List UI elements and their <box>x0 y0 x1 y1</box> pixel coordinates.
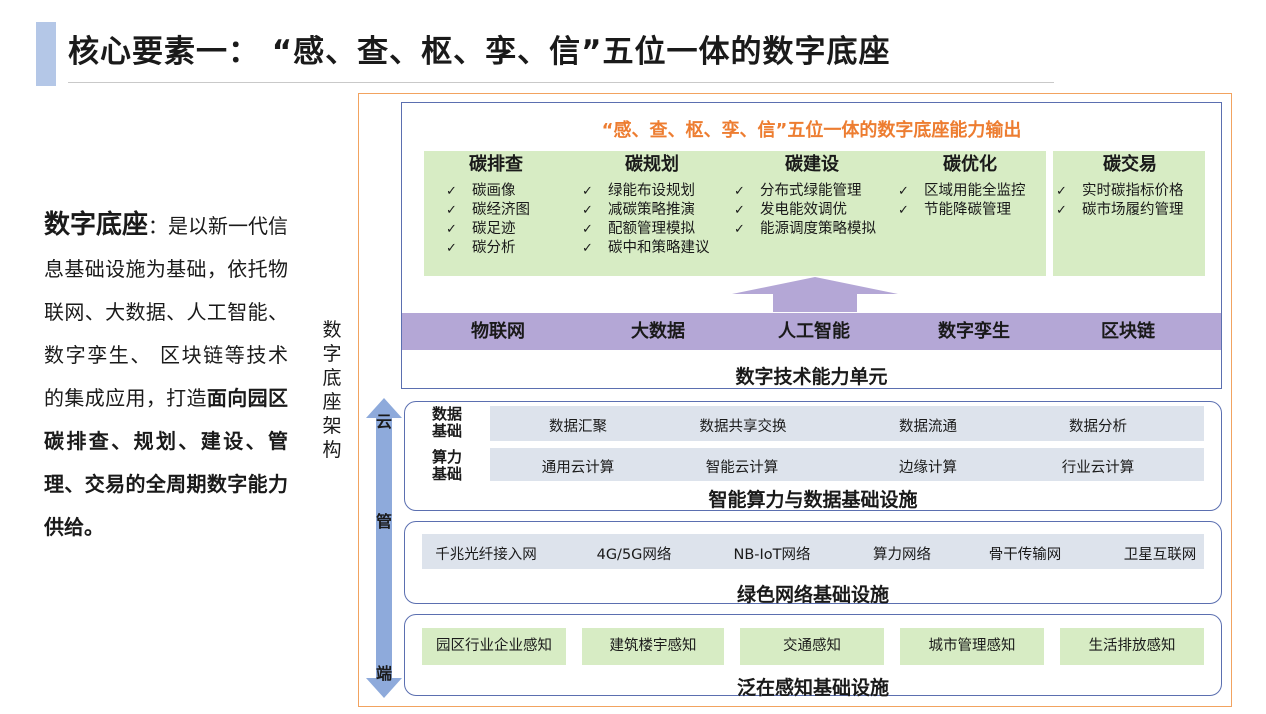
check-icon: ✓ <box>446 203 457 218</box>
check-icon: ✓ <box>734 184 745 199</box>
data-foundation-band <box>490 406 1204 441</box>
check-icon: ✓ <box>734 203 745 218</box>
compute-foundation-label: 算力 基础 <box>432 448 463 483</box>
capability-output-title: “感、查、枢、孪、信”五位一体的数字底座能力输出 <box>601 120 1022 141</box>
capability-column-carbon-construction: 碳建设 ✓分布式绿能管理 ✓发电能效调优 ✓能源调度策略模拟 <box>734 152 904 239</box>
tech-item-digital-twin: 数字孪生 <box>938 321 1010 342</box>
capability-item: ✓分布式绿能管理 <box>734 183 862 199</box>
description-text: 是以新一代信息基础设施为基础，依托物联网、大数据、人工智能、数字孪生、 区块链等… <box>44 214 289 410</box>
description-term: 数字底座 <box>44 210 149 240</box>
cloud-label: 云 <box>375 412 392 431</box>
sensing-item: 园区行业企业感知 <box>422 628 566 665</box>
description-colon: ： <box>148 214 169 238</box>
capability-item: ✓节能降碳管理 <box>898 202 1011 218</box>
capability-item: ✓碳市场履约管理 <box>1056 202 1184 218</box>
sensing-item: 生活排放感知 <box>1060 628 1204 665</box>
capability-column-carbon-planning: 碳规划 ✓绿能布设规划 ✓减碳策略推演 ✓配额管理模拟 ✓碳中和策略建议 <box>582 152 732 258</box>
compute-item: 边缘计算 <box>899 460 957 476</box>
check-icon: ✓ <box>734 222 745 237</box>
edge-label: 端 <box>375 664 392 683</box>
architecture-frame <box>358 93 1232 707</box>
check-icon: ✓ <box>1056 184 1067 199</box>
compute-item: 行业云计算 <box>1061 460 1135 476</box>
capability-item: ✓碳中和策略建议 <box>582 240 710 256</box>
data-item: 数据流通 <box>899 419 957 435</box>
network-item: NB-IoT网络 <box>733 547 811 563</box>
capability-heading: 碳规划 <box>625 154 679 175</box>
title-divider <box>68 82 1054 83</box>
compute-foundation-band <box>490 448 1204 481</box>
capability-item: ✓碳画像 <box>446 183 516 199</box>
data-item: 数据分析 <box>1069 419 1127 435</box>
check-icon: ✓ <box>582 203 593 218</box>
compute-item: 智能云计算 <box>705 460 779 476</box>
check-icon: ✓ <box>446 222 457 237</box>
capability-heading: 碳建设 <box>785 154 839 175</box>
tech-unit-label: 数字技术能力单元 <box>735 366 888 388</box>
sensing-item: 建筑楼宇感知 <box>582 628 724 665</box>
capability-heading: 碳排查 <box>469 154 523 175</box>
sensing-infrastructure-label: 泛在感知基础设施 <box>736 677 889 699</box>
compute-item: 通用云计算 <box>541 460 615 476</box>
check-icon: ✓ <box>582 241 593 256</box>
tech-item-ai: 人工智能 <box>778 321 850 342</box>
network-item: 卫星互联网 <box>1123 547 1197 563</box>
capability-panel-main <box>424 151 1046 276</box>
tech-item-big-data: 大数据 <box>631 321 685 342</box>
sensing-item: 交通感知 <box>740 628 884 665</box>
capability-heading: 碳优化 <box>943 154 997 175</box>
data-item: 数据汇聚 <box>549 419 607 435</box>
description-paragraph: 数字底座：是以新一代信息基础设施为基础，依托物联网、大数据、人工智能、数字孪生、… <box>44 204 288 549</box>
data-foundation-label: 数据 基础 <box>432 405 463 440</box>
title-accent-bar <box>36 22 56 86</box>
network-item: 千兆光纤接入网 <box>435 547 537 563</box>
check-icon: ✓ <box>898 203 909 218</box>
check-icon: ✓ <box>446 241 457 256</box>
pipe-label: 管 <box>375 512 392 531</box>
compute-data-infrastructure-label: 智能算力与数据基础设施 <box>708 489 918 511</box>
technology-band <box>402 313 1221 350</box>
data-item: 数据共享交换 <box>699 419 787 435</box>
network-item: 4G/5G网络 <box>596 547 672 563</box>
capability-item: ✓碳足迹 <box>446 221 516 237</box>
network-item: 算力网络 <box>873 547 931 563</box>
architecture-label: 数字底座架构 <box>322 319 342 461</box>
capability-item: ✓区域用能全监控 <box>898 183 1026 199</box>
capability-item: ✓实时碳指标价格 <box>1056 183 1184 199</box>
capability-column-carbon-trading: 碳交易 ✓实时碳指标价格 ✓碳市场履约管理 <box>1056 152 1204 220</box>
network-item: 骨干传输网 <box>988 547 1062 563</box>
capability-heading: 碳交易 <box>1103 154 1157 175</box>
description-bold-text: 面向园区碳排查、规划、建设、管理、交易的全周期数字能力供给。 <box>44 386 289 539</box>
check-icon: ✓ <box>898 184 909 199</box>
network-infrastructure-label: 绿色网络基础设施 <box>736 584 889 606</box>
double-arrow-icon <box>366 398 402 698</box>
network-band <box>422 534 1204 569</box>
capability-column-carbon-optimization: 碳优化 ✓区域用能全监控 ✓节能降碳管理 <box>898 152 1048 220</box>
check-icon: ✓ <box>582 222 593 237</box>
capability-item: ✓减碳策略推演 <box>582 202 695 218</box>
capability-item: ✓能源调度策略模拟 <box>734 221 876 237</box>
page-title: 核心要素一： “感、查、枢、孪、信”五位一体的数字底座 <box>68 34 891 70</box>
capability-item: ✓碳经济图 <box>446 202 530 218</box>
tech-item-blockchain: 区块链 <box>1101 321 1155 342</box>
capability-item: ✓碳分析 <box>446 240 516 256</box>
capability-panel-trade <box>1053 151 1205 276</box>
check-icon: ✓ <box>1056 203 1067 218</box>
sensing-item: 城市管理感知 <box>900 628 1044 665</box>
check-icon: ✓ <box>446 184 457 199</box>
tech-item-iot: 物联网 <box>471 321 525 342</box>
capability-item: ✓绿能布设规划 <box>582 183 695 199</box>
check-icon: ✓ <box>582 184 593 199</box>
capability-item: ✓配额管理模拟 <box>582 221 695 237</box>
up-arrow-icon <box>732 277 898 312</box>
capability-item: ✓发电能效调优 <box>734 202 847 218</box>
capability-column-carbon-survey: 碳排查 ✓碳画像 ✓碳经济图 ✓碳足迹 ✓碳分析 <box>446 152 546 258</box>
